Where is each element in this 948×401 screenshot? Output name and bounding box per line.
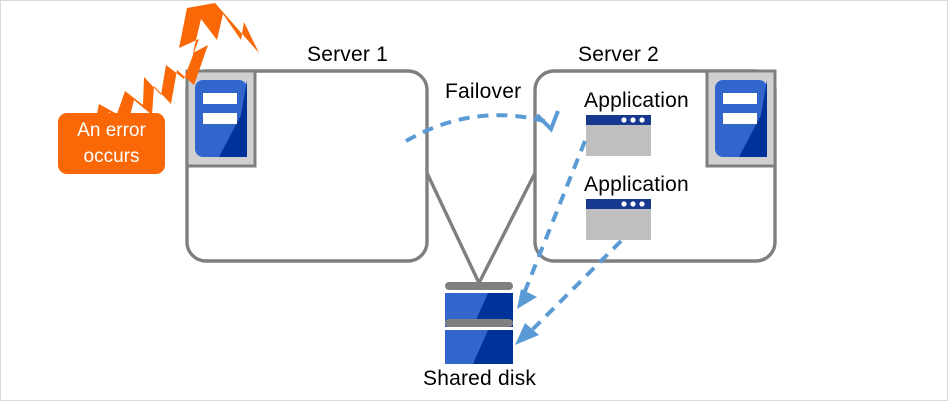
error-badge-line1: An error [77, 120, 146, 142]
app2-to-disk-arrow [515, 239, 623, 345]
shared-disk-label: Shared disk [423, 367, 537, 390]
application-window-icon-1 [586, 115, 651, 156]
application-window-icon-2 [586, 199, 651, 240]
application-label-1: Application [584, 89, 689, 112]
lightning-bolt-icon [95, 3, 259, 127]
failover-arrow [405, 110, 560, 143]
failover-label: Failover [445, 80, 522, 103]
error-occurs-badge: An error occurs [58, 113, 165, 174]
application-label-2: Application [584, 173, 689, 196]
shared-disk-icon [445, 282, 513, 364]
disk-connector-lines [425, 172, 537, 284]
server1-machine-icon [185, 69, 257, 168]
server2-label: Server 2 [578, 43, 659, 66]
app1-to-disk-arrow [517, 140, 587, 309]
server2-machine-icon [705, 69, 777, 168]
error-badge-line2: occurs [83, 145, 140, 167]
server1-label: Server 1 [307, 43, 388, 66]
